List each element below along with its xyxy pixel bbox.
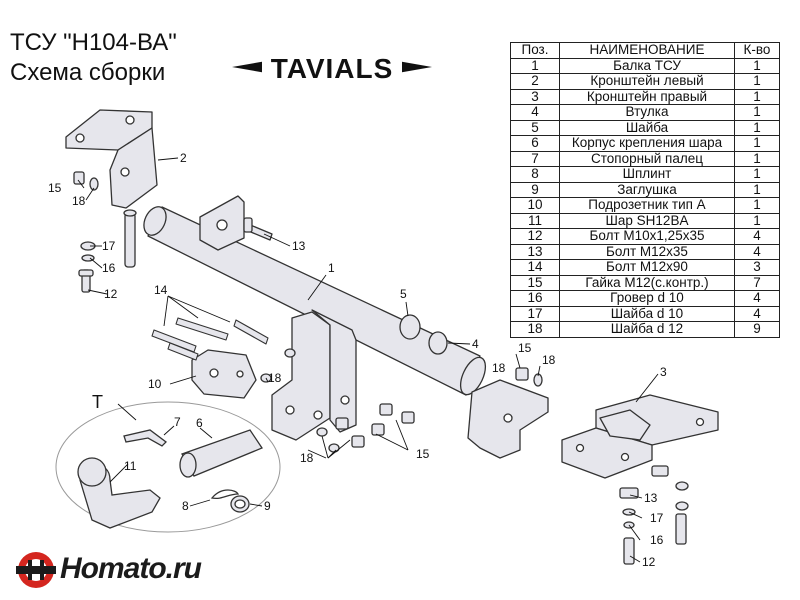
ball-kit (77, 429, 263, 529)
callout-12-left: 12 (104, 287, 118, 301)
callout-15-mid: 15 (518, 341, 532, 355)
callout-18-beam: 18 (492, 361, 506, 375)
callout-14: 14 (154, 283, 168, 297)
title-line-1: ТСУ "Н104-ВА" (10, 29, 177, 56)
bolt-m12x35-top (243, 217, 273, 241)
callout-6: 6 (196, 416, 203, 430)
callout-11: 11 (124, 459, 137, 473)
callout-5: 5 (400, 287, 407, 301)
callout-18-left: 18 (72, 194, 86, 208)
callout-12-right: 12 (642, 555, 656, 569)
socket-holder (191, 349, 257, 399)
callout-18-mid: 18 (542, 353, 556, 367)
watermark-text: Homato.ru (60, 552, 202, 585)
callout-16-left: 16 (102, 261, 116, 275)
bolts-m12x90 (151, 317, 269, 361)
beam-vertical-plates (271, 309, 357, 441)
callout-18-holder: 18 (268, 371, 282, 385)
bracket-right (561, 394, 719, 479)
callout-13-right: 13 (644, 491, 658, 505)
logo-text: TAVIALS (271, 53, 394, 84)
callout-13-top: 13 (292, 239, 306, 253)
callout-8: 8 (182, 499, 189, 513)
callout-1: 1 (328, 261, 335, 275)
tavials-logo: TAVIALS (232, 53, 432, 84)
callout-9: 9 (264, 499, 271, 513)
diagram-title: ТСУ "Н104-ВА" Схема сборки (10, 28, 177, 88)
callout-18-bottom: 18 (300, 451, 314, 465)
title-line-2: Схема сборки (10, 59, 166, 86)
callout-3: 3 (660, 365, 667, 379)
callout-10: 10 (148, 377, 162, 391)
callout-17-left: 17 (102, 239, 116, 253)
callout-T: T (92, 392, 103, 412)
right-hardware (515, 367, 689, 565)
callout-17-right: 17 (650, 511, 664, 525)
beam-mount-plate (199, 195, 245, 251)
hitch-beam (143, 206, 487, 396)
homato-logo-icon (16, 552, 56, 588)
callout-7: 7 (174, 415, 181, 429)
left-hardware (73, 171, 137, 268)
callout-15-left: 15 (48, 181, 62, 195)
callout-2: 2 (180, 151, 187, 165)
callout-15-bottom: 15 (416, 447, 430, 461)
leader-lines (77, 157, 659, 563)
ball-kit-outline (55, 401, 281, 533)
bracket-left (65, 109, 158, 209)
bushing (399, 314, 448, 355)
bolt-m10-left (78, 269, 94, 293)
callout-labels: 2 1 3 4 5 6 7 8 9 10 11 12 12 13 13 14 1… (48, 151, 667, 569)
callout-4: 4 (472, 337, 479, 351)
beam-end-bracket (467, 379, 549, 459)
callout-16-right: 16 (650, 533, 664, 547)
